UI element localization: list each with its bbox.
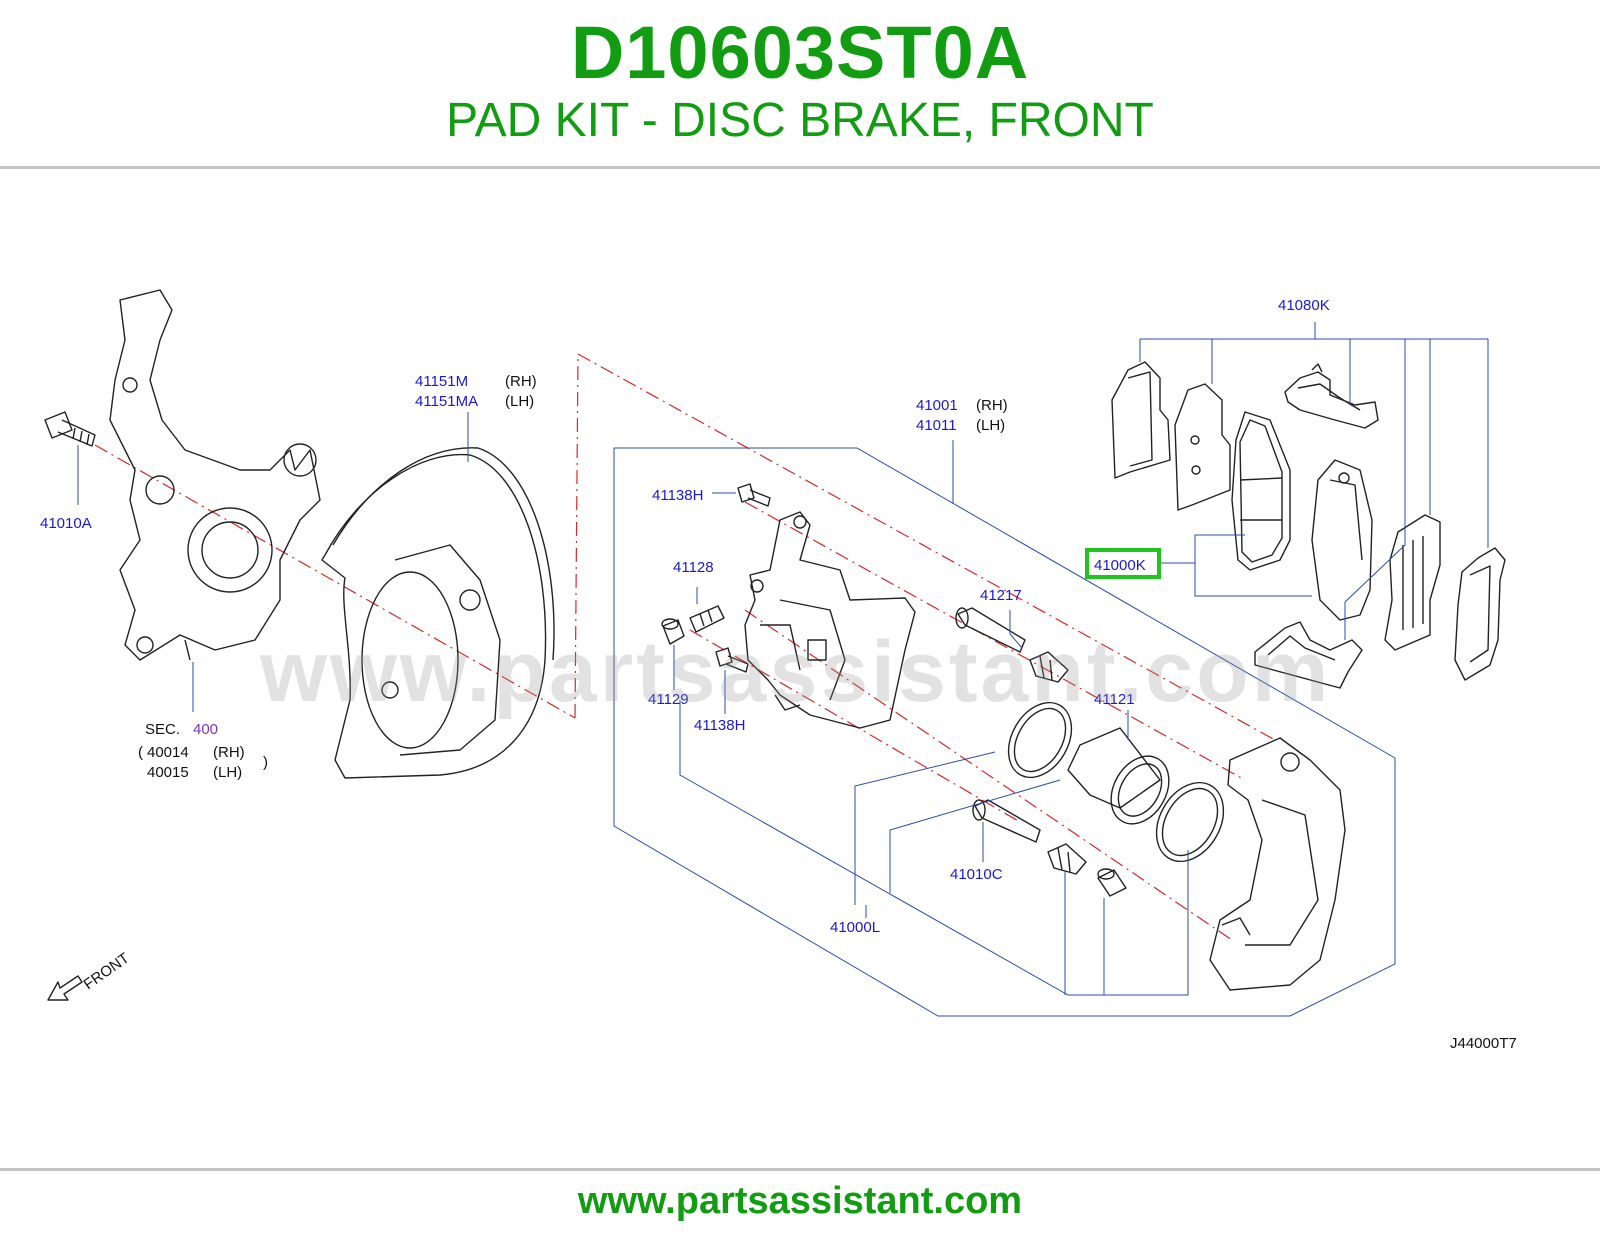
steering-knuckle[interactable]	[109, 289, 321, 661]
center-axes	[94, 353, 1276, 941]
parts-diagram: www.partsassistant.com	[0, 170, 1600, 1168]
pin-boot-lower[interactable]	[1047, 843, 1087, 875]
part-number-title: D10603ST0A	[570, 11, 1030, 94]
label-41151M-rh: (RH)	[505, 373, 537, 390]
bracket-open: (	[138, 744, 143, 761]
diagram-svg: 41010A SEC. 400 ( 40014 (RH) 40015 (LH) …	[40, 289, 1517, 1052]
bracket-close: )	[263, 754, 268, 771]
highlight-box-41000K	[1085, 548, 1161, 579]
label-41011[interactable]: 41011	[916, 417, 957, 434]
pin-bushing[interactable]	[1097, 868, 1127, 897]
pad-shim-outer-2[interactable]	[1174, 383, 1231, 511]
label-40015[interactable]: 40015	[147, 764, 189, 781]
label-41010A[interactable]: 41010A	[40, 515, 92, 532]
brake-pad-inner[interactable]	[1311, 459, 1373, 621]
label-41011-lh: (LH)	[976, 417, 1005, 434]
header-divider	[0, 166, 1600, 169]
pad-shim-inner-2[interactable]	[1454, 547, 1506, 681]
label-41001[interactable]: 41001	[916, 397, 958, 414]
label-41121[interactable]: 41121	[1094, 691, 1135, 708]
label-41000K[interactable]: 41000K	[1094, 557, 1146, 574]
brake-pad-outer[interactable]	[1231, 411, 1291, 571]
anti-rattle-clip-top[interactable]	[1284, 363, 1379, 429]
leader-lines	[77, 322, 1489, 1017]
label-41001-rh: (RH)	[976, 397, 1008, 414]
label-41138H-bottom[interactable]: 41138H	[694, 717, 745, 734]
label-41151MA-lh: (LH)	[505, 393, 534, 410]
footer-divider	[0, 1168, 1600, 1171]
piston-boot[interactable]	[1143, 771, 1237, 874]
bleeder-41128[interactable]	[689, 605, 725, 633]
pad-shim-outer-1[interactable]	[1111, 361, 1171, 479]
label-41138H-top[interactable]: 41138H	[652, 487, 703, 504]
pin-boot-upper[interactable]	[1029, 651, 1069, 683]
label-41000L[interactable]: 41000L	[830, 919, 880, 936]
bolt-41138H-bottom[interactable]	[715, 647, 749, 673]
caliper-bracket[interactable]	[1209, 737, 1346, 991]
pad-shim-inner-1[interactable]	[1384, 514, 1441, 651]
label-41080K[interactable]: 41080K	[1278, 297, 1330, 314]
label-41217[interactable]: 41217	[980, 587, 1022, 604]
front-label: FRONT	[81, 950, 133, 994]
label-40015-lh: (LH)	[213, 764, 242, 781]
label-41128[interactable]: 41128	[673, 559, 714, 576]
pin-41217[interactable]	[955, 607, 1026, 653]
bolt-41138H-top[interactable]	[712, 483, 771, 507]
cap-41129[interactable]	[661, 618, 685, 645]
page-header: D10603ST0A PAD KIT - DISC BRAKE, FRONT	[0, 0, 1600, 170]
caliper-body[interactable]	[744, 511, 916, 729]
label-40014[interactable]: 40014	[147, 744, 189, 761]
piston-seal[interactable]	[996, 691, 1084, 788]
bolt-41010A[interactable]	[44, 411, 96, 447]
label-41010C[interactable]: 41010C	[950, 866, 1003, 883]
callout-labels: 41010A SEC. 400 ( 40014 (RH) 40015 (LH) …	[40, 297, 1517, 1052]
pin-41010C[interactable]	[972, 799, 1041, 843]
label-41151M[interactable]: 41151M	[415, 373, 468, 390]
front-arrow-icon	[47, 975, 83, 1001]
diagram-code: J44000T7	[1450, 1035, 1517, 1052]
label-sec-400[interactable]: 400	[193, 721, 218, 738]
label-40014-rh: (RH)	[213, 744, 245, 761]
label-41129[interactable]: 41129	[648, 691, 689, 708]
dust-shield[interactable]	[321, 447, 555, 779]
piston-41121[interactable]	[1067, 727, 1181, 834]
part-description: PAD KIT - DISC BRAKE, FRONT	[446, 94, 1154, 147]
anti-rattle-clip-bottom[interactable]	[1254, 621, 1363, 689]
label-41151MA[interactable]: 41151MA	[415, 393, 478, 410]
label-sec: SEC.	[145, 721, 180, 738]
footer-url[interactable]: www.partsassistant.com	[577, 1180, 1023, 1222]
